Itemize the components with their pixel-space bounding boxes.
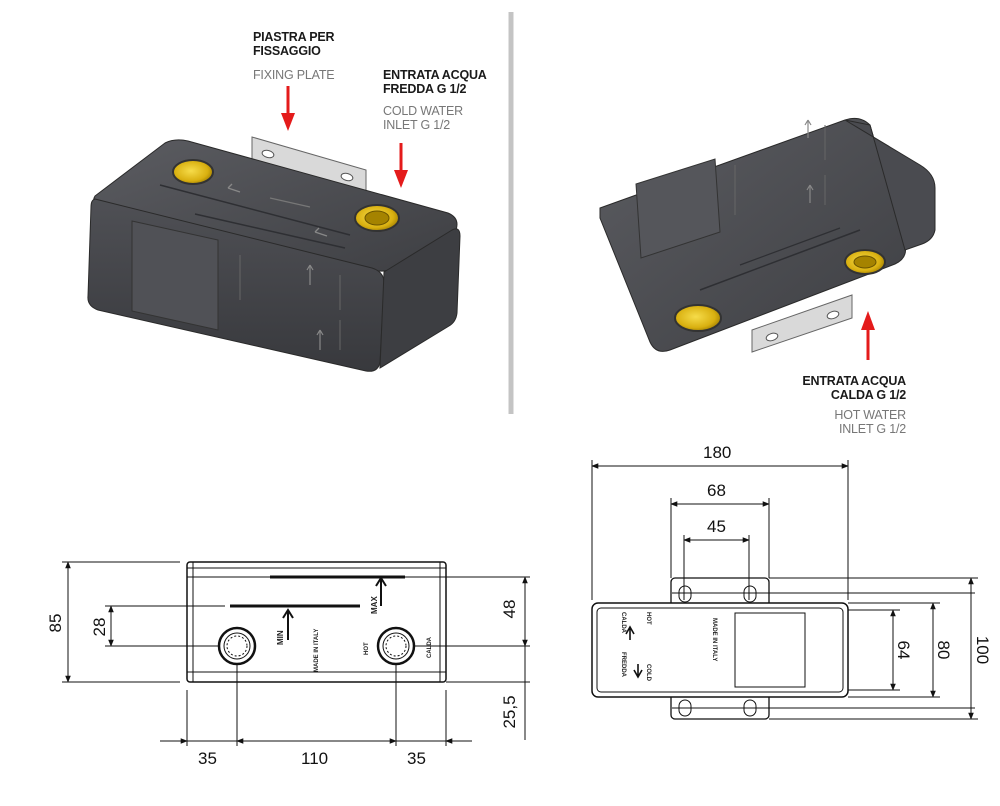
- dim-side-height-inner: 64: [894, 640, 913, 660]
- dim-height-inner: 28: [90, 617, 109, 637]
- side-made-in-italy-label: MADE IN ITALY: [711, 618, 717, 661]
- dim-right-lower: 25,5: [500, 695, 519, 729]
- front-min-label: MIN: [276, 630, 285, 645]
- front-calda-label: CALDA: [427, 636, 433, 658]
- cold-inlet-label-en: COLD WATER INLET G 1/2: [383, 104, 463, 132]
- box-bottom-face: [599, 117, 906, 352]
- box-3d-left: [87, 136, 461, 372]
- hot-inlet-label-en: HOT WATER INLET G 1/2: [834, 408, 906, 436]
- plate-hole-icon: [340, 172, 354, 182]
- hot-inlet-label-it: ENTRATA ACQUA CALDA G 1/2: [802, 374, 906, 402]
- cold-inlet-label-it: ENTRATA ACQUA FREDDA G 1/2: [383, 68, 487, 96]
- box-side-face: [379, 228, 461, 369]
- side-calda-label: CALDA: [620, 612, 626, 634]
- side-fredda-label: FREDDA: [620, 652, 626, 678]
- dim-side-height-body: 80: [934, 640, 953, 660]
- dim-plate-width: 68: [707, 481, 726, 500]
- side-cold-label: COLD: [645, 664, 651, 682]
- plate-hole-icon: [765, 332, 779, 342]
- front-hot-label: HOT: [364, 642, 370, 655]
- dim-hole-distance: 45: [707, 517, 726, 536]
- front-view-drawing: [62, 561, 530, 746]
- box-side-face: [844, 119, 936, 251]
- label-panel: [635, 158, 721, 259]
- dim-side-height-total: 100: [973, 635, 992, 665]
- side-hot-label: HOT: [645, 612, 651, 625]
- front-made-in-italy-label: MADE IN ITALY: [314, 629, 320, 672]
- dim-right-upper: 48: [500, 599, 519, 619]
- dim-center-distance: 110: [301, 749, 329, 768]
- arrow-fixing-plate-icon: [281, 86, 295, 131]
- side-label-panel: [734, 612, 806, 688]
- box-3d-right: [599, 117, 936, 353]
- arrow-hot-inlet-icon: [861, 311, 875, 360]
- plate-hole-icon: [826, 310, 840, 320]
- dim-right-offset: 35: [407, 749, 426, 768]
- dim-height-total: 85: [46, 613, 65, 633]
- dim-left-offset: 35: [198, 749, 217, 768]
- dim-width-total: 180: [703, 443, 732, 462]
- arrow-cold-inlet-icon: [394, 143, 408, 188]
- plate-hole-icon: [261, 149, 275, 159]
- brass-inlet-top-icon: [172, 159, 214, 185]
- fixing-plate-label-en: FIXING PLATE: [253, 68, 335, 82]
- label-panel: [131, 220, 219, 331]
- fixing-plate-label-it: PIASTRA PER FISSAGGIO: [253, 30, 335, 58]
- front-max-label: MAX: [370, 596, 379, 614]
- side-view-drawing: [591, 460, 978, 720]
- brass-inlet-bottom-icon: [674, 304, 722, 332]
